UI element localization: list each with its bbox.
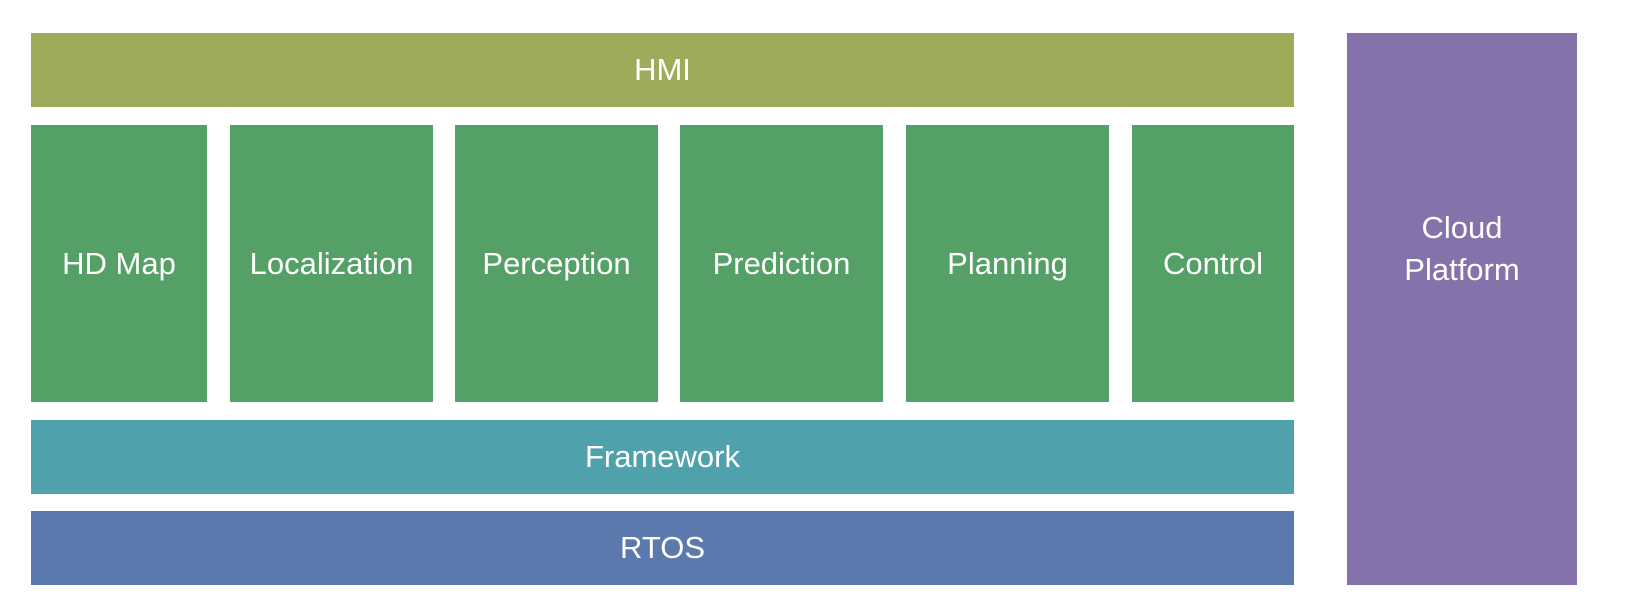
module-localization: Localization xyxy=(230,125,433,402)
module-control: Control xyxy=(1132,125,1294,402)
module-prediction: Prediction xyxy=(680,125,883,402)
module-planning: Planning xyxy=(906,125,1109,402)
cloud-platform-block: Cloud Platform xyxy=(1347,33,1577,585)
module-perception: Perception xyxy=(455,125,658,402)
hmi-layer: HMI xyxy=(31,33,1294,107)
rtos-layer: RTOS xyxy=(31,511,1294,585)
framework-layer: Framework xyxy=(31,420,1294,494)
module-hd-map: HD Map xyxy=(31,125,207,402)
